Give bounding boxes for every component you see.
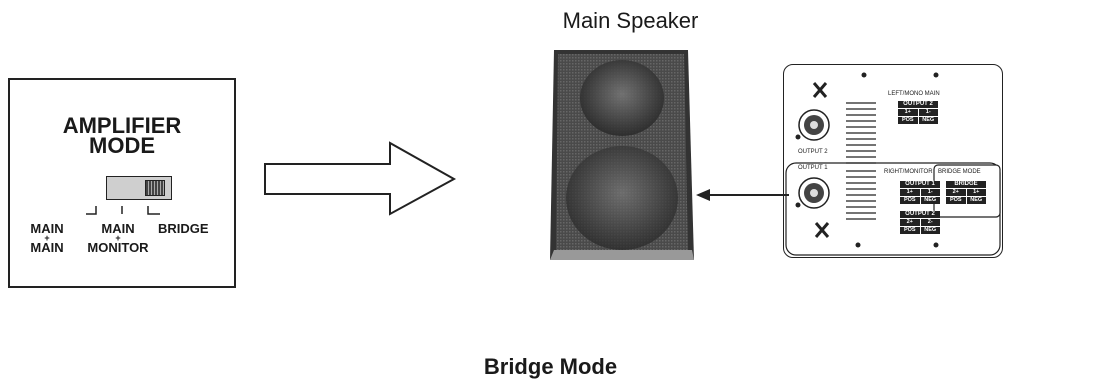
mode-main-monitor: MAIN + MONITOR (87, 221, 149, 255)
amplifier-title-line2: MODE (89, 133, 155, 158)
output1-connector-label: OUTPUT 1 (798, 165, 828, 171)
output2-connector-label: OUTPUT 2 (798, 149, 828, 155)
bridge-mode-label: BRIDGE MODE (938, 169, 981, 175)
back-panel-graphic (785, 72, 1001, 256)
amplifier-mode-panel: AMPLIFIER MODE MAIN + MAIN MAIN + MONITO… (8, 78, 236, 288)
cable-arrow (696, 189, 789, 201)
speaker-back-panel: LEFT/MONO MAIN OUTPUT 2 OUTPUT 1 RIGHT/M… (783, 64, 1003, 258)
mode-switch[interactable] (106, 176, 172, 200)
mode-bridge: BRIDGE (158, 221, 209, 236)
bridge-mode-caption: Bridge Mode (483, 354, 618, 379)
right-monitor-label: RIGHT/MONITOR (884, 169, 933, 175)
switch-knob[interactable] (145, 180, 165, 196)
left-mono-main-label: LEFT/MONO MAIN (888, 91, 940, 97)
amplifier-mode-title: AMPLIFIER MODE (10, 113, 234, 158)
speaker-title: Main Speaker (562, 8, 699, 33)
speaker-image (550, 50, 694, 260)
hollow-arrow (264, 141, 457, 216)
switch-position-ticks (86, 206, 160, 215)
mode-main-main: MAIN + MAIN (30, 221, 64, 255)
amplifier-title-line1: AMPLIFIER (62, 113, 182, 138)
